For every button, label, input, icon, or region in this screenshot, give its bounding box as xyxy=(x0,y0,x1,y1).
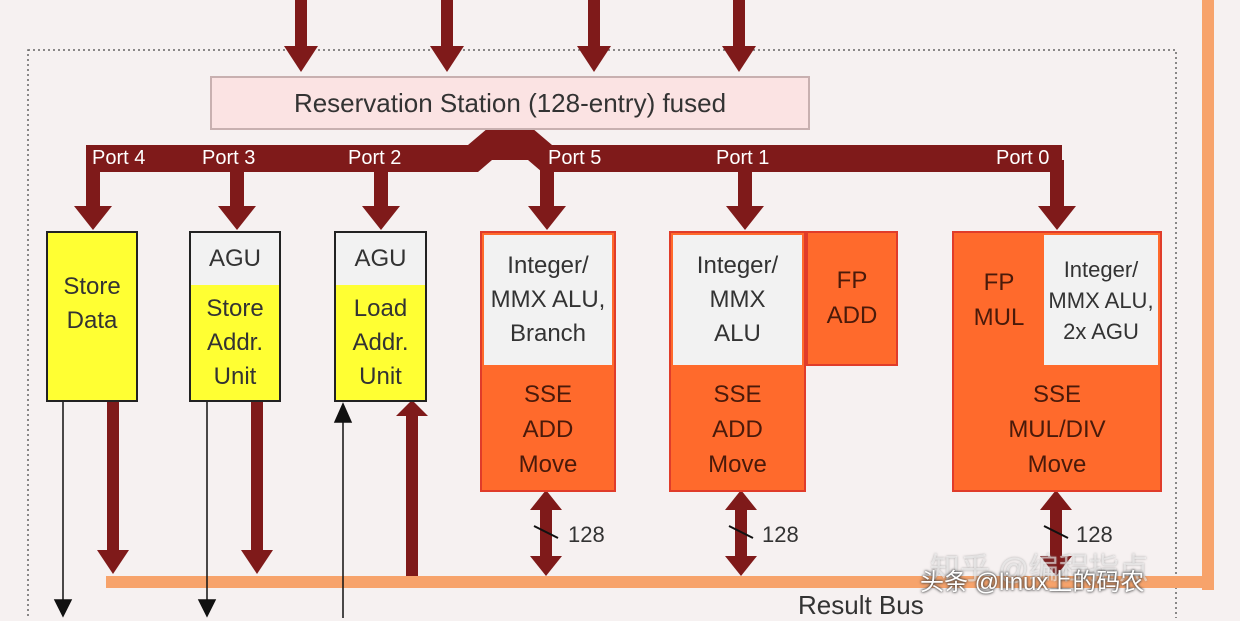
port-bus xyxy=(74,128,1076,230)
store-address-unit: AGU Store Addr. Unit xyxy=(189,231,281,402)
store-address-label: Store Addr. Unit xyxy=(206,295,264,390)
port-2-label: Port 2 xyxy=(348,147,402,169)
faded-watermark: 知乎 @编程指点 xyxy=(930,553,1149,586)
watermark: 头条 @linux上的码农 xyxy=(920,569,1145,596)
port-1-fp-add-unit: FP ADD xyxy=(806,231,898,366)
port-5-bus-width: 128 xyxy=(568,522,605,547)
load-address-label: Load Addr. Unit xyxy=(352,295,409,390)
port-0-execution-unit: FP MUL Integer/ MMX ALU, 2x AGU SSE MUL/… xyxy=(952,231,1162,492)
port-1-integer-alu: Integer/ MMX ALU xyxy=(673,235,802,365)
port-5-sse-unit: SSE ADD Move xyxy=(518,380,578,478)
port-5-label: Port 5 xyxy=(548,147,602,169)
reservation-station: Reservation Station (128-entry) fused xyxy=(210,76,810,130)
execution-core-boundary xyxy=(27,49,1177,618)
port-1-execution-unit: Integer/ MMX ALU SSE ADD Move xyxy=(669,231,806,492)
incoming-arrows xyxy=(284,0,756,72)
port-4-label: Port 4 xyxy=(92,147,146,169)
right-result-bus xyxy=(1202,0,1214,590)
port-1-fp-add-label: FP ADD xyxy=(826,267,878,329)
result-bus-label: Result Bus xyxy=(798,590,924,620)
store-data-unit: Store Data xyxy=(46,231,138,402)
load-address-unit: AGU Load Addr. Unit xyxy=(334,231,427,402)
reservation-station-label: Reservation Station (128-entry) fused xyxy=(293,87,727,118)
thin-address-lines xyxy=(53,402,353,618)
result-bus-line xyxy=(106,576,1214,588)
bus-width-slashes xyxy=(533,525,1069,539)
port-0-integer-alu: Integer/ MMX ALU, 2x AGU xyxy=(1044,235,1158,365)
port-0-fp-mul: FP MUL xyxy=(973,269,1025,331)
port-1-label: Port 1 xyxy=(716,147,770,169)
port-0-label: Port 0 xyxy=(996,147,1050,169)
port-1-bus-width: 128 xyxy=(762,522,799,547)
port-0-sse-unit: SSE MUL/DIV Move xyxy=(1008,380,1106,478)
port-5-execution-unit: Integer/ MMX ALU, Branch SSE ADD Move xyxy=(480,231,616,492)
port-1-sse-unit: SSE ADD Move xyxy=(708,380,767,478)
store-agu-header: AGU xyxy=(191,233,279,285)
load-agu-header: AGU xyxy=(336,233,425,285)
store-data-label: Store Data xyxy=(63,273,121,334)
port-3-label: Port 3 xyxy=(202,147,256,169)
port-0-bus-width: 128 xyxy=(1076,522,1113,547)
port-5-integer-alu: Integer/ MMX ALU, Branch xyxy=(484,235,612,365)
